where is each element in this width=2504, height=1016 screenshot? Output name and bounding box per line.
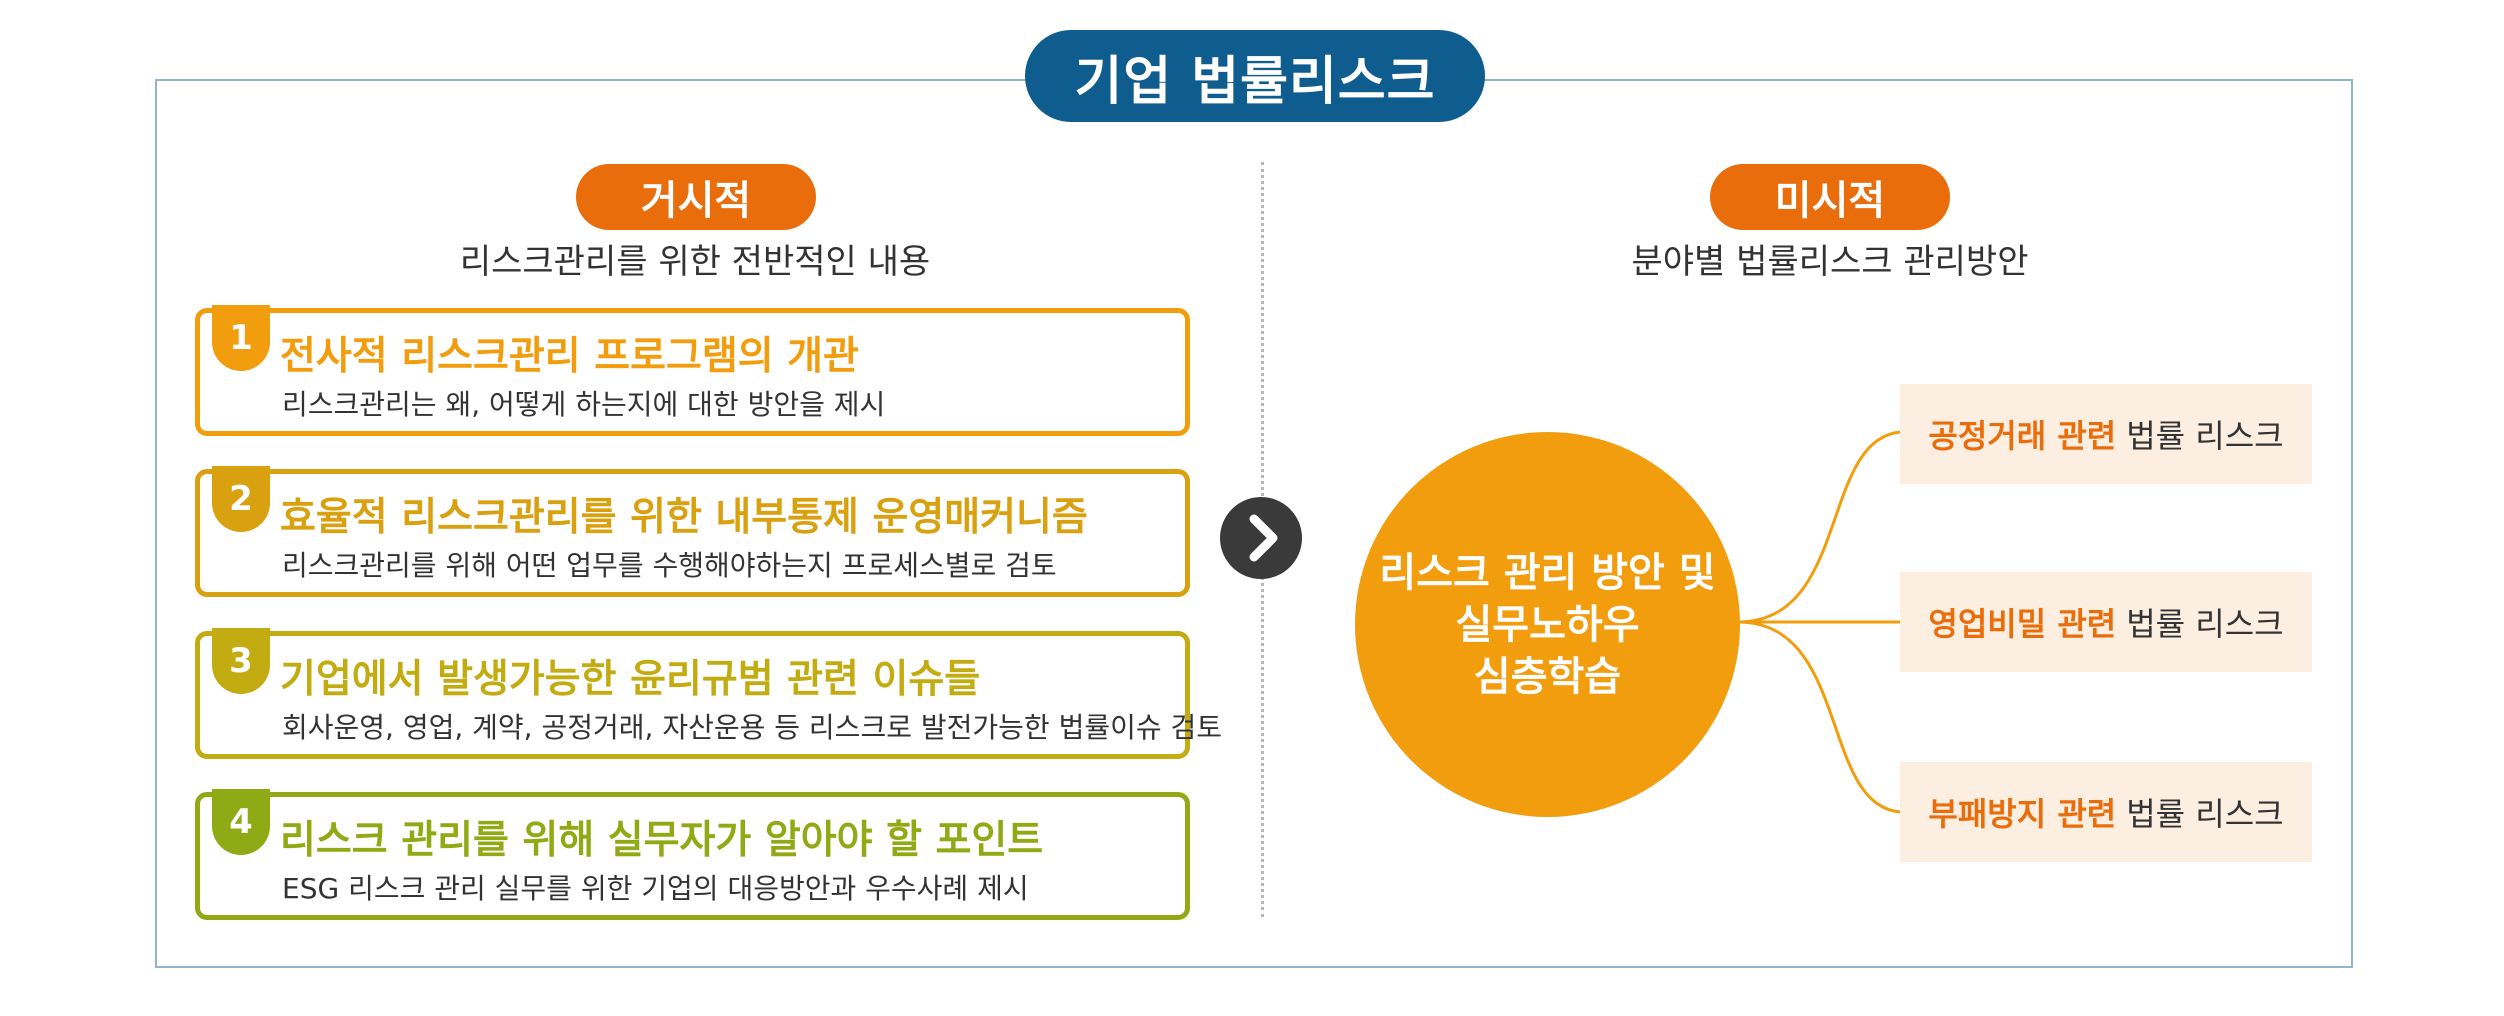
risk-type: 법률 리스크: [2126, 605, 2284, 643]
circle-line: 심층학습: [1473, 653, 1622, 700]
chevron-right-icon: [1220, 497, 1302, 579]
risk-field: 영업비밀 관련: [1928, 605, 2117, 643]
item-number-badge: 4: [212, 789, 270, 855]
macro-label: 거시적: [576, 164, 816, 230]
item-number-badge: 3: [212, 628, 270, 694]
practice-circle: 리스크 관리 방안 및 실무노하우 심층학습: [1355, 432, 1740, 817]
item-description: 리스크관리는 왜, 어떻게 하는지에 대한 방안을 제시: [282, 388, 886, 421]
item-number-badge: 1: [212, 305, 270, 371]
item-description: ESG 리스크 관리 실무를 위한 기업의 대응방안과 우수사례 제시: [282, 872, 1029, 905]
risk-box: 부패방지 관련 법률 리스크: [1900, 762, 2312, 862]
item-title: 리스크 관리를 위해 실무자가 알아야 할 포인트: [280, 818, 1044, 863]
risk-type: 법률 리스크: [2126, 795, 2284, 833]
macro-item: 4 리스크 관리를 위해 실무자가 알아야 할 포인트 ESG 리스크 관리 실…: [195, 789, 1190, 920]
item-number-badge: 2: [212, 466, 270, 532]
macro-item: 3 기업에서 발생가능한 윤리규범 관련 이슈들 회사운영, 영업, 계약, 공…: [195, 628, 1222, 759]
macro-item: 1 전사적 리스크관리 프로그램의 개관 리스크관리는 왜, 어떻게 하는지에 …: [195, 305, 1190, 436]
micro-label: 미시적: [1710, 164, 1950, 230]
macro-item: 2 효율적 리스크관리를 위한 내부통제 운영매커니즘 리스크관리를 위해 어떤…: [195, 466, 1190, 597]
risk-box: 공정거래 관련 법률 리스크: [1900, 384, 2312, 484]
circle-line: 실무노하우: [1455, 601, 1640, 648]
main-title: 기업 법률리스크: [1025, 30, 1485, 122]
item-description: 회사운영, 영업, 계약, 공정거래, 자산운용 등 리스크로 발전가능한 법률…: [282, 711, 1223, 744]
risk-field: 부패방지 관련: [1928, 795, 2117, 833]
macro-subtitle: 리스크관리를 위한 전반적인 내용: [459, 242, 931, 282]
item-description: 리스크관리를 위해 어떤 업무를 수행해야하는지 프로세스별로 검토: [282, 549, 1057, 582]
circle-line: 리스크 관리 방안 및: [1379, 549, 1716, 596]
item-title: 효율적 리스크관리를 위한 내부통제 운영매커니즘: [280, 495, 1088, 540]
risk-field: 공정거래 관련: [1928, 417, 2117, 455]
risk-box: 영업비밀 관련 법률 리스크: [1900, 572, 2312, 672]
item-title: 전사적 리스크관리 프로그램의 개관: [280, 334, 859, 379]
risk-type: 법률 리스크: [2126, 417, 2284, 455]
micro-subtitle: 분야별 법률리스크 관리방안: [1631, 242, 2029, 282]
item-title: 기업에서 발생가능한 윤리규범 관련 이슈들: [280, 657, 981, 702]
